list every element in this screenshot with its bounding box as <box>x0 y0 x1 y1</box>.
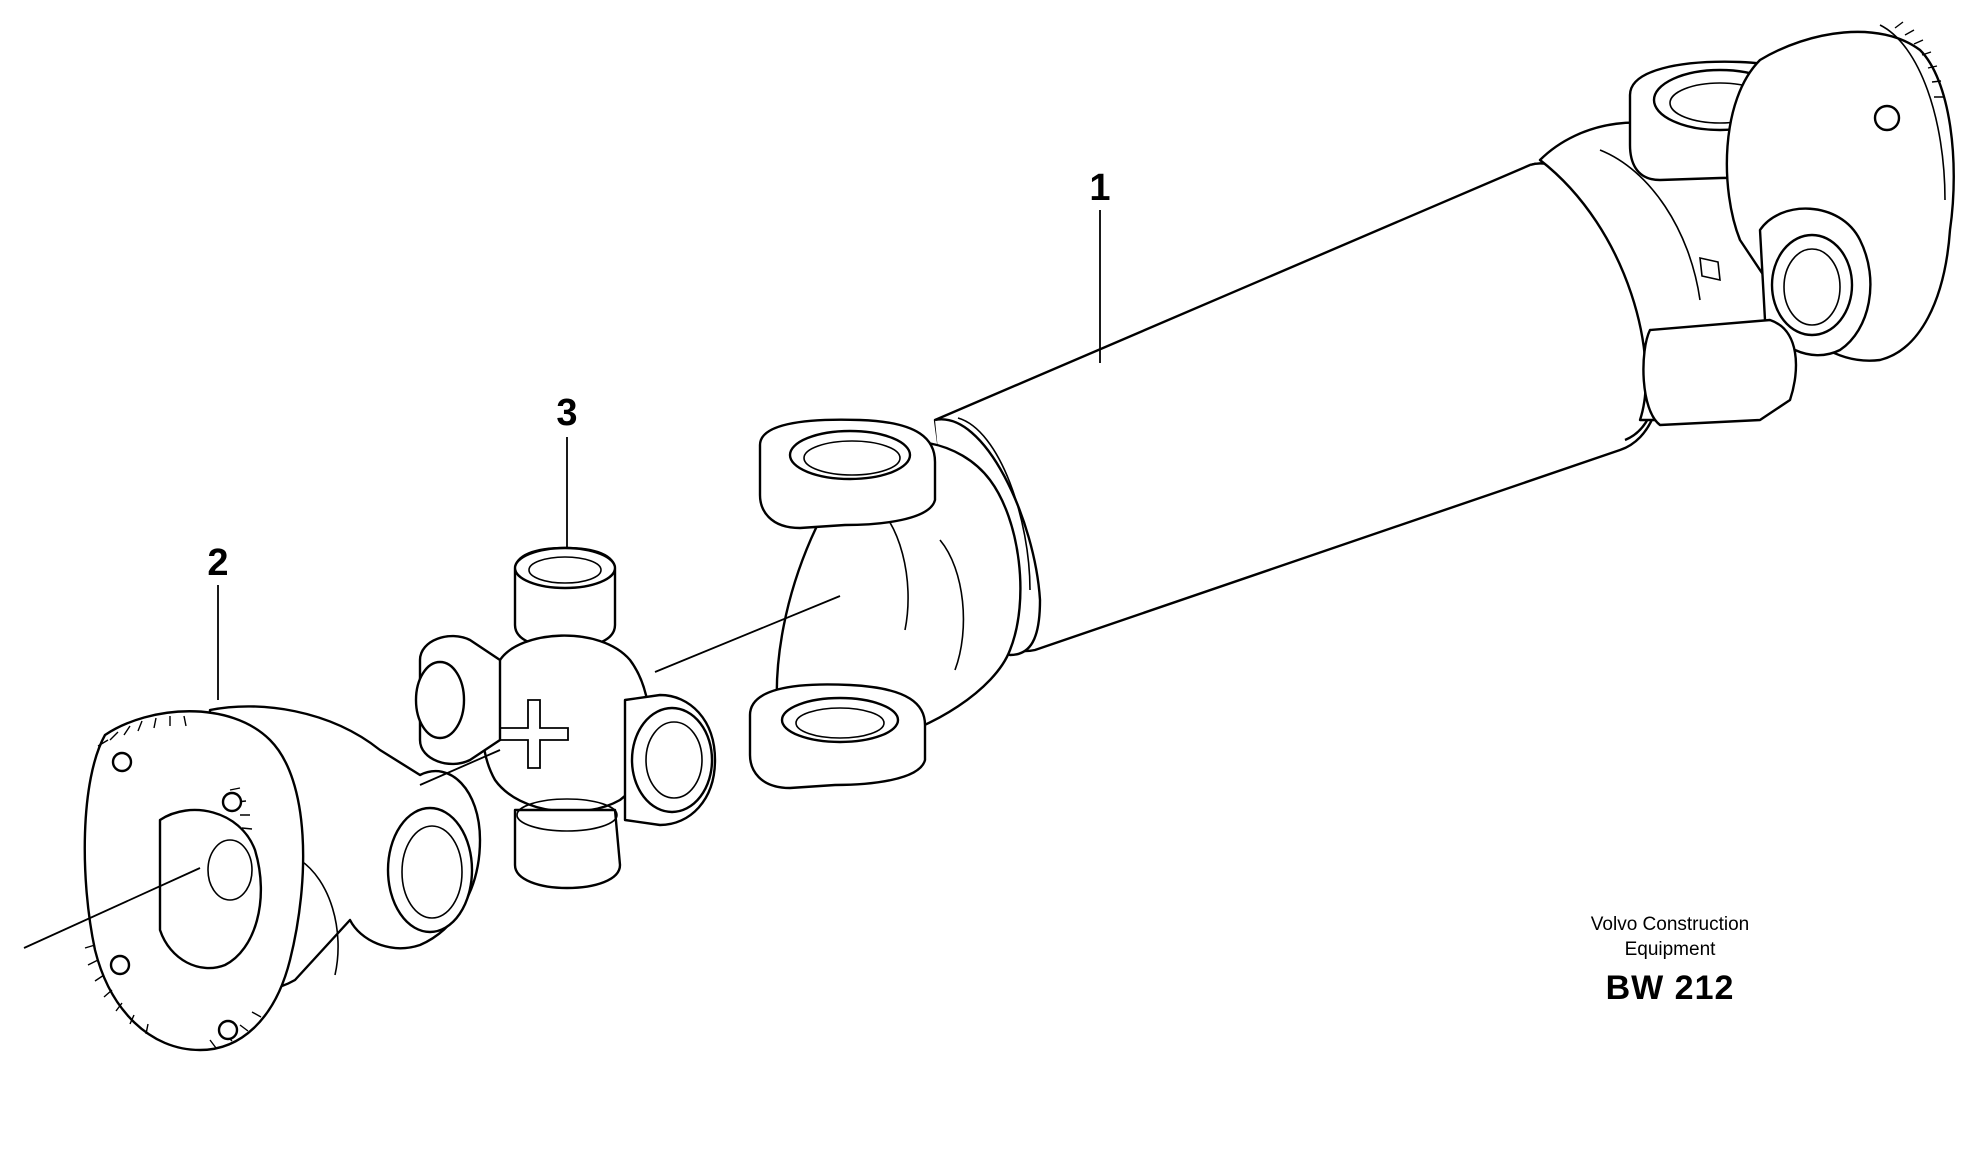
manufacturer-label: Volvo Construction Equipment BW 212 <box>1520 912 1820 1010</box>
drawing-code: BW 212 <box>1605 969 1735 1007</box>
propeller-shaft[interactable] <box>748 21 1955 790</box>
leader-lines <box>217 210 1101 700</box>
callout-1: 1 <box>1089 167 1110 209</box>
callout-2: 2 <box>207 542 228 584</box>
flange-yoke[interactable] <box>83 705 482 1052</box>
manufacturer-name-line2: Equipment <box>1624 939 1716 960</box>
manufacturer-name-line1: Volvo Construction <box>1590 914 1750 935</box>
callout-3: 3 <box>556 392 577 434</box>
universal-joint-cross[interactable] <box>414 546 717 890</box>
assembly-axis-lines <box>23 595 841 949</box>
